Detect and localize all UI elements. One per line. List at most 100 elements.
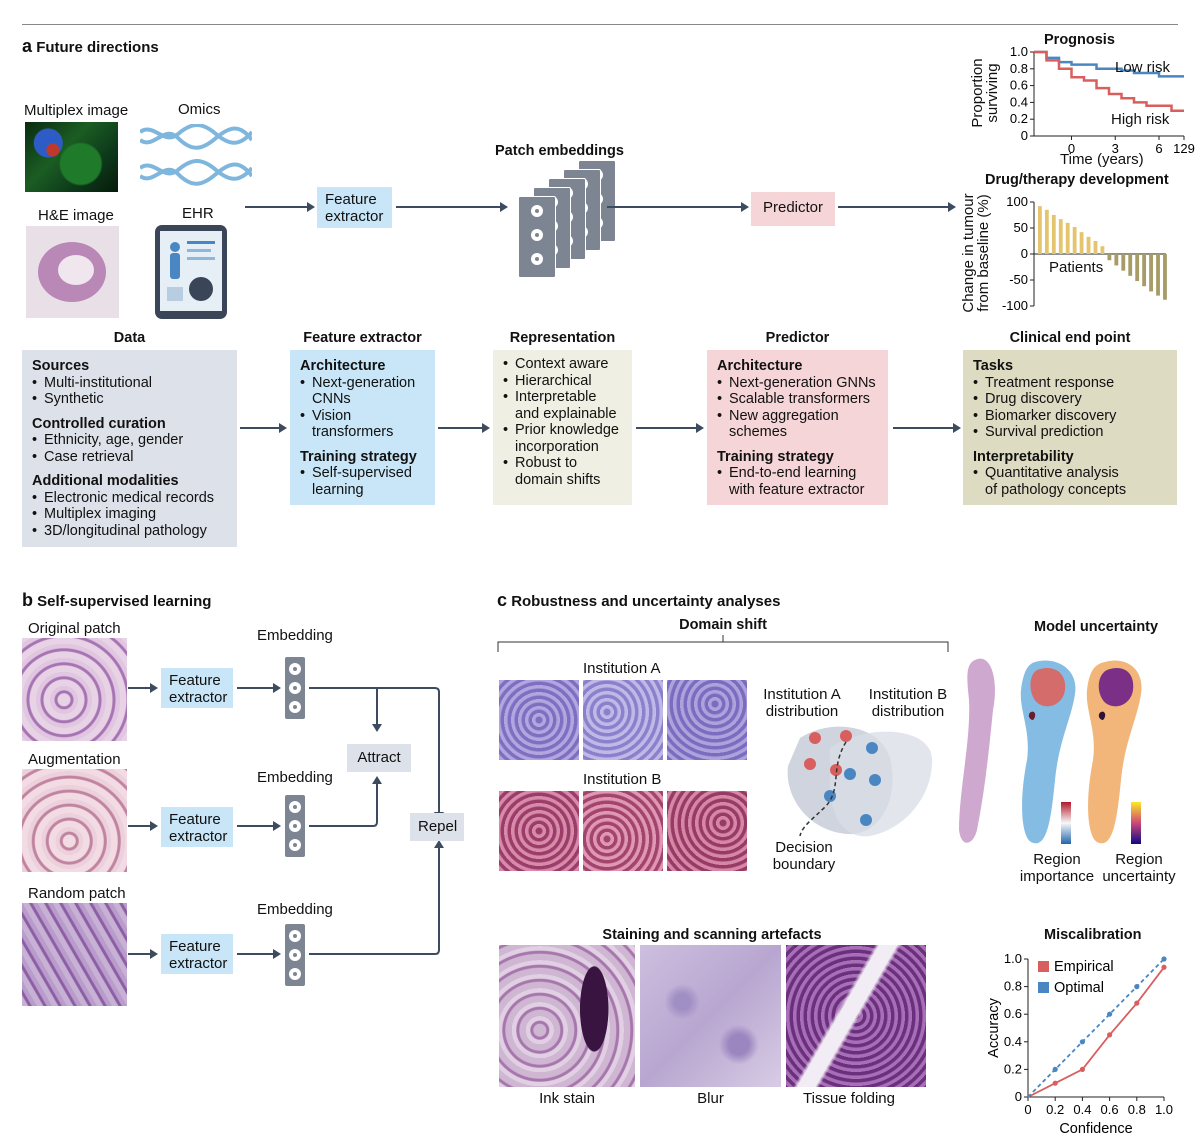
calibration-line-1: [1027, 958, 1165, 1098]
waterfall-bar: [1044, 209, 1049, 254]
calibration-point: [1161, 964, 1167, 970]
inst-a-image-2: [583, 680, 663, 760]
artefacts-title: Staining and scanning artefacts: [602, 927, 822, 943]
arrow-predictor-to-endpoints: [838, 202, 956, 212]
calibration-point: [1107, 1032, 1113, 1038]
random-patch-label: Random patch: [28, 885, 126, 902]
arrow-embeddings-to-predictor: [607, 202, 749, 212]
y-tick-label: 0.4: [1010, 94, 1028, 109]
x-tick-label: 0.6: [1101, 1102, 1119, 1117]
waterfall-bar: [1058, 219, 1063, 254]
drug-ylabel: Change in tumour from baseline (%): [960, 193, 992, 313]
ehr-label: EHR: [182, 205, 214, 222]
waterfall-bar: [1128, 254, 1133, 276]
waterfall-bar: [1114, 254, 1119, 266]
x-tick-label: 0: [1024, 1102, 1031, 1117]
waterfall-bar: [1107, 254, 1112, 261]
waterfall-bar: [1093, 241, 1098, 254]
col-heading-feature: Feature extractor: [303, 330, 422, 346]
he-image: [26, 226, 119, 318]
random-patch-image: [22, 903, 127, 1006]
calibration-point: [1052, 1080, 1058, 1086]
representation-box: Context awareHierarchicalInterpretable a…: [493, 350, 632, 505]
multiplex-label: Multiplex image: [24, 102, 129, 119]
km-curve-1: [1034, 50, 1184, 113]
panel-letter: c: [497, 590, 508, 610]
y-tick-label: 0.2: [1010, 111, 1028, 126]
waterfall-bar: [1100, 246, 1105, 254]
waterfall-bar: [1072, 226, 1077, 254]
y-axis-label: Accuracy: [986, 997, 1002, 1057]
y-tick-label: 0.6: [1010, 78, 1028, 93]
blur-image: [640, 945, 781, 1087]
repel-node: Repel: [410, 813, 464, 841]
y-tick-label: -100: [1002, 298, 1028, 313]
institution-a-label: Institution A: [583, 660, 661, 677]
data-box: Sources Multi-institutionalSynthetic Con…: [22, 350, 237, 547]
calibration-point: [1107, 1011, 1113, 1017]
legend-swatch: [1038, 982, 1049, 993]
x-tick-label: 129: [1173, 141, 1195, 156]
arrow-feature-to-repr: [438, 423, 490, 433]
arrow-extractor-to-embeddings: [396, 202, 508, 212]
omics-label: Omics: [178, 101, 221, 118]
calibration-point: [1052, 1066, 1058, 1072]
panel-title: Self-supervised learning: [37, 593, 212, 610]
high-risk-label: High risk: [1111, 111, 1170, 128]
waterfall-bar: [1149, 254, 1153, 292]
calibration-point: [1079, 1066, 1085, 1072]
x-tick-label: 0.2: [1046, 1102, 1064, 1117]
inst-a-image-1: [499, 680, 579, 760]
calibration-point: [1134, 1000, 1140, 1006]
low-risk-label: Low risk: [1115, 59, 1171, 76]
arrow-extractor2-embed: [237, 821, 281, 831]
panel-letter: b: [22, 590, 33, 610]
feature-extractor-1: Feature extractor: [161, 668, 233, 708]
feature-extractor-3: Feature extractor: [161, 934, 233, 974]
y-tick-label: 1.0: [1010, 44, 1028, 59]
decision-boundary-label: Decision boundary: [772, 839, 836, 873]
ehr-tablet-icon: [155, 225, 227, 319]
tissue-folding-image: [786, 945, 926, 1087]
waterfall-bar: [1142, 254, 1147, 287]
inst-b-image-3: [667, 791, 747, 871]
col-heading-representation: Representation: [509, 330, 616, 346]
x-axis-label: Confidence: [1059, 1121, 1132, 1137]
waterfall-bar: [1086, 236, 1091, 254]
feature-extractor-node: Feature extractor: [317, 187, 392, 228]
calibration-point: [1079, 1039, 1085, 1045]
region-uncertainty-label: Region uncertainty: [1102, 851, 1176, 885]
km-curve-0: [1034, 50, 1184, 78]
domain-shift-bracket: [497, 635, 949, 652]
waterfall-bar: [1121, 254, 1126, 271]
prognosis-xlabel: Time (years): [1060, 151, 1144, 168]
inst-b-image-1: [499, 791, 579, 871]
waterfall-bar: [1051, 215, 1056, 254]
arrow-patch3-extractor: [128, 949, 158, 959]
x-tick-label: 0: [1068, 141, 1075, 156]
embedding-vector-2: [285, 795, 305, 857]
original-patch-label: Original patch: [28, 620, 121, 637]
predictor-box: Architecture Next-generation GNNsScalabl…: [707, 350, 888, 505]
domain-shift-title: Domain shift: [679, 617, 767, 633]
y-tick-label: 0.2: [1004, 1061, 1022, 1076]
x-tick-label: 1.0: [1155, 1102, 1173, 1117]
drug-xlabel: Patients: [1049, 259, 1104, 276]
inst-a-image-3: [667, 680, 747, 760]
feature-box: Architecture Next-generation CNNsVision …: [290, 350, 435, 505]
col-heading-clinical: Clinical end point: [1009, 330, 1131, 346]
waterfall-bar: [1065, 222, 1070, 254]
arrow-extractor1-embed: [237, 683, 281, 693]
y-tick-label: 0: [1015, 1089, 1022, 1104]
x-tick-label: 3: [1112, 141, 1119, 156]
calibration-point: [1161, 956, 1167, 962]
waterfall-bar: [1156, 254, 1160, 296]
dist-b-label: Institution B distribution: [868, 686, 948, 720]
augmentation-label: Augmentation: [28, 751, 121, 768]
embedding-vector-3: [285, 924, 305, 986]
col-heading-data: Data: [113, 330, 146, 346]
panel-title: Future directions: [36, 39, 159, 56]
dna-icon: [140, 124, 252, 186]
